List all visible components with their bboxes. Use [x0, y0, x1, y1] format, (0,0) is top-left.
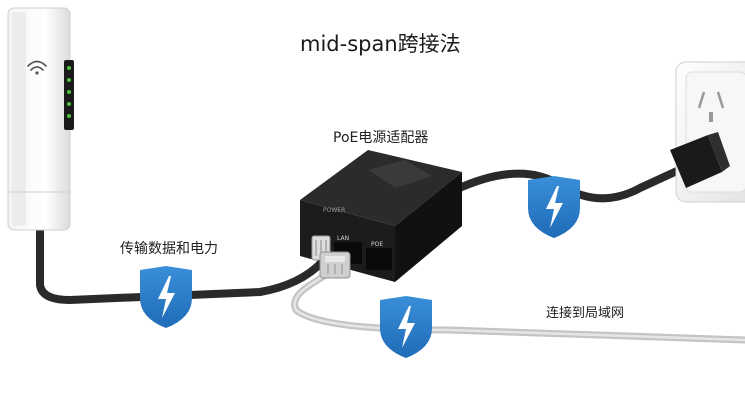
power-plug-icon	[670, 132, 730, 188]
wifi-icon	[27, 60, 47, 75]
access-point-icon	[7, 7, 74, 231]
poe-adapter-label: PoE电源适配器	[333, 130, 429, 146]
diagram-title: mid-span跨接法	[300, 32, 461, 56]
port-b-label: POE	[371, 241, 383, 248]
rj45-plug-lan	[319, 251, 351, 279]
lightning-shield-icon	[380, 296, 432, 358]
data-power-label: 传输数据和电力	[120, 241, 218, 257]
lightning-shield-icon	[140, 266, 192, 328]
lan-cable	[291, 268, 745, 344]
adapter-brand: POWER	[323, 207, 345, 214]
port-a-label: LAN	[337, 235, 349, 242]
lightning-shield-icon	[528, 176, 580, 238]
lan-connection-label: 连接到局域网	[546, 306, 625, 321]
